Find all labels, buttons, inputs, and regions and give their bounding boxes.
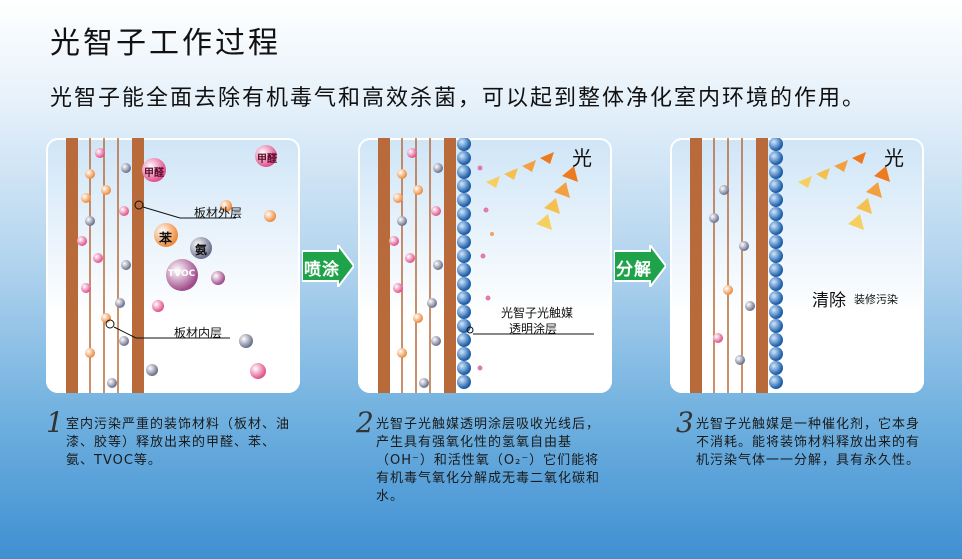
- light-rays: [486, 152, 578, 230]
- label-ammonia: 氨: [195, 243, 208, 257]
- step-2-number: 2: [356, 406, 374, 439]
- coating-label-line2: 透明涂层: [509, 322, 558, 336]
- pollution-illustration: [66, 138, 277, 393]
- catalyst-bead-column: [769, 138, 783, 389]
- benzene-molecule: [154, 223, 178, 247]
- step-2: 2 光智子光触媒透明涂层吸收光线后，产生具有强氧化性的氢氧自由基（OH⁻）和活性…: [356, 406, 611, 506]
- board-inner: [132, 138, 144, 393]
- label-outer-layer: 板材外层: [194, 206, 243, 220]
- pollutant-particles: [389, 148, 494, 388]
- light-label: 光: [572, 146, 592, 170]
- panel-pollution: 甲醛 甲醛 苯 氨 TVOC 板材外层 板材内层: [46, 138, 300, 393]
- panel-clean: 光 清除 装修污染: [670, 138, 924, 393]
- arrow-spray: 喷涂: [301, 242, 356, 290]
- clean-label-small: 装修污染: [854, 293, 898, 306]
- label-formaldehyde: 甲醛: [144, 168, 164, 179]
- ammonia-molecule: [190, 237, 212, 259]
- board-outer: [66, 138, 78, 393]
- step-1: 1 室内污染严重的装饰材料（板材、油漆、胶等）释放出来的甲醛、苯、氨、TVOC等…: [46, 406, 301, 470]
- arrow-decompose-label: 分解: [616, 260, 652, 280]
- clean-label-big: 清除: [812, 291, 846, 311]
- step-3-number: 3: [676, 406, 694, 439]
- step-3: 3 光智子光触媒是一种催化剂，它本身不消耗。能将装饰材料释放出来的有机污染气体一…: [676, 406, 931, 470]
- step-3-text: 光智子光触媒是一种催化剂，它本身不消耗。能将装饰材料释放出来的有机污染气体一一分…: [696, 417, 921, 468]
- arrow-right-icon: [301, 242, 356, 290]
- light-label: 光: [884, 146, 904, 170]
- coating-illustration: [378, 138, 594, 393]
- catalyst-bead-column: [457, 138, 471, 389]
- formaldehyde-molecule-2: [255, 145, 277, 167]
- clean-illustration: [690, 138, 890, 393]
- light-rays: [798, 152, 890, 230]
- formaldehyde-molecule: [142, 158, 166, 182]
- step-1-text: 室内污染严重的装饰材料（板材、油漆、胶等）释放出来的甲醛、苯、氨、TVOC等。: [66, 417, 291, 468]
- label-tvoc: TVOC: [168, 269, 196, 279]
- page-title: 光智子工作过程: [50, 26, 281, 61]
- label-inner-layer: 板材内层: [174, 326, 223, 340]
- arrow-right-icon: [613, 242, 668, 290]
- arrow-spray-label: 喷涂: [304, 260, 340, 280]
- panel-coating: 光 光智子光触媒 透明涂层: [358, 138, 612, 393]
- arrow-decompose: 分解: [613, 242, 668, 290]
- step-1-number: 1: [46, 406, 64, 439]
- coating-label-line1: 光智子光触媒: [501, 306, 574, 320]
- step-2-text: 光智子光触媒透明涂层吸收光线后，产生具有强氧化性的氢氧自由基（OH⁻）和活性氧（…: [376, 417, 601, 504]
- label-benzene: 苯: [159, 232, 173, 247]
- label-formaldehyde-2: 甲醛: [257, 154, 277, 165]
- remaining-particles: [709, 185, 755, 365]
- tvoc-molecule: [166, 259, 198, 291]
- page-subtitle: 光智子能全面去除有机毒气和高效杀菌，可以起到整体净化室内环境的作用。: [50, 86, 867, 111]
